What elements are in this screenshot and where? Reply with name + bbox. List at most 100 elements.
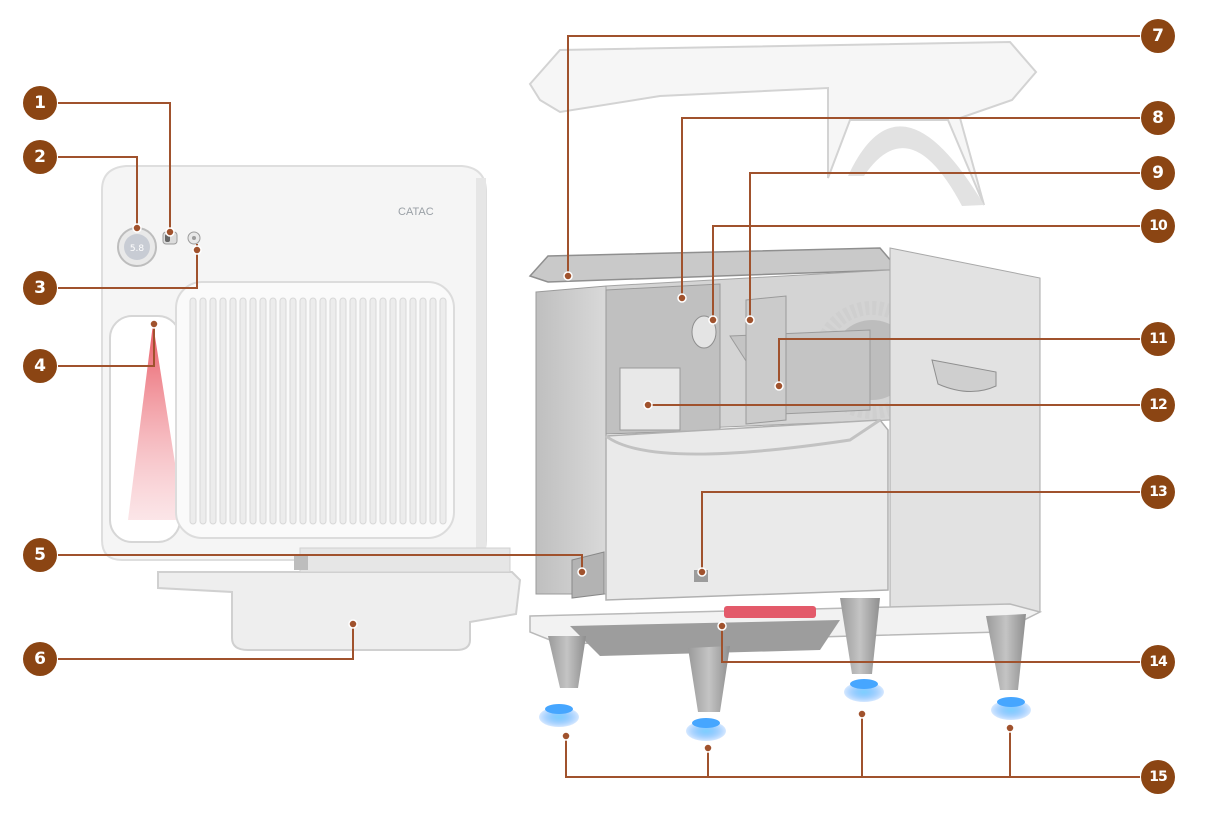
top-cover[interactable] (528, 40, 1038, 206)
motor-bracket (745, 295, 787, 425)
leg-front-left (548, 636, 586, 688)
grille-slat (239, 297, 247, 525)
grille-slat (379, 297, 387, 525)
leader-dot-12 (643, 400, 653, 410)
callout-badge-3: 3 (23, 271, 57, 305)
leader-2 (58, 156, 138, 228)
callout-label-6: 6 (34, 649, 46, 669)
callout-label-14: 14 (1149, 654, 1168, 670)
grille-slat (429, 297, 437, 525)
sensor-module (691, 315, 717, 349)
brand-logo: CATAC (398, 206, 434, 218)
carry-handle[interactable] (931, 359, 997, 392)
reset-button-center (192, 236, 196, 240)
leg-rear-right (986, 614, 1026, 690)
grille-slat (219, 297, 227, 525)
grille-slat (389, 297, 397, 525)
callout-label-8: 8 (1152, 108, 1164, 128)
leader-14 (721, 626, 1140, 663)
foot-pad-3 (844, 679, 884, 702)
front-panel-unit: 5.8 CATAC (101, 165, 522, 651)
display-readout: 5.8 (130, 244, 145, 254)
leader-13 (701, 491, 1140, 572)
grille-slat (289, 297, 297, 525)
main-chassis-unit (528, 40, 1043, 741)
air-vent (571, 551, 605, 599)
callout-badge-2: 2 (23, 140, 57, 174)
leader-dot-15c (857, 709, 867, 719)
callout-label-15: 15 (1149, 769, 1167, 785)
waste-drawer[interactable] (157, 571, 522, 651)
grille-slat (209, 297, 217, 525)
callout-label-7: 7 (1152, 26, 1164, 46)
grille-slat (339, 297, 347, 525)
leader-6 (58, 624, 354, 660)
litter-tray[interactable] (605, 419, 889, 601)
callout-label-4: 4 (34, 356, 46, 376)
left-side-wall (535, 285, 607, 595)
leader-8 (681, 117, 1140, 298)
base-recess (570, 620, 840, 656)
callout-label-3: 3 (34, 278, 46, 298)
top-cover-arch (848, 126, 984, 206)
callout-badge-10: 10 (1141, 209, 1175, 243)
leader-7 (567, 35, 1140, 276)
leader-10 (712, 225, 1140, 320)
grille-slat (249, 297, 257, 525)
callout-label-11: 11 (1149, 331, 1167, 347)
leader-4 (58, 324, 155, 367)
grille-slat (189, 297, 197, 525)
grille-slat (299, 297, 307, 525)
callout-badge-15: 15 (1141, 760, 1175, 794)
callout-label-12: 12 (1149, 397, 1167, 413)
callout-label-13: 13 (1149, 484, 1167, 500)
leader-dot-4 (149, 319, 159, 329)
grille-slat (309, 297, 317, 525)
leader-9 (749, 172, 1140, 320)
grille-slat (419, 297, 427, 525)
leader-15 (565, 736, 1140, 778)
leader-dot-5 (577, 567, 587, 577)
leg-rear-middle (840, 598, 880, 674)
callout-badge-6: 6 (23, 642, 57, 676)
callout-badge-8: 8 (1141, 101, 1175, 135)
grille-slat (399, 297, 407, 525)
drawer-connector (294, 556, 308, 570)
callout-badges: 1 2 3 4 5 6 7 8 9 10 11 12 13 14 15 (23, 19, 1175, 794)
grille-slat (259, 297, 267, 525)
drawer-top-lip (299, 547, 511, 573)
leader-dot-15a (561, 731, 571, 741)
grille-slat (439, 297, 447, 525)
grille-slat (349, 297, 357, 525)
callout-badge-9: 9 (1141, 156, 1175, 190)
foot-pad-1 (539, 704, 579, 727)
callout-badge-7: 7 (1141, 19, 1175, 53)
leader-5 (58, 554, 583, 572)
leader-dot-3 (192, 245, 202, 255)
grille-slat (409, 297, 417, 525)
callout-label-5: 5 (34, 545, 46, 565)
grille-slat (359, 297, 367, 525)
leader-1 (58, 102, 171, 232)
callout-badge-12: 12 (1141, 388, 1175, 422)
leader-dot-6 (348, 619, 358, 629)
tray-lip (605, 418, 881, 456)
housing-side-edge (476, 178, 486, 548)
grille-slat (199, 297, 207, 525)
leader-3 (58, 244, 198, 289)
callout-badge-5: 5 (23, 538, 57, 572)
callout-label-1: 1 (34, 93, 46, 113)
leader-dot-1 (165, 227, 175, 237)
leader-dot-9 (745, 315, 755, 325)
grille-slat (319, 297, 327, 525)
grille-slat (229, 297, 237, 525)
callout-badge-4: 4 (23, 349, 57, 383)
leader-lines (58, 35, 1140, 778)
leader-dot-15d (1005, 723, 1015, 733)
infrared-sensor-beam (128, 324, 184, 520)
callout-badge-11: 11 (1141, 322, 1175, 356)
callout-label-10: 10 (1149, 218, 1168, 234)
grille-slats (189, 297, 447, 525)
grille-slat (269, 297, 277, 525)
grille-slat (279, 297, 287, 525)
